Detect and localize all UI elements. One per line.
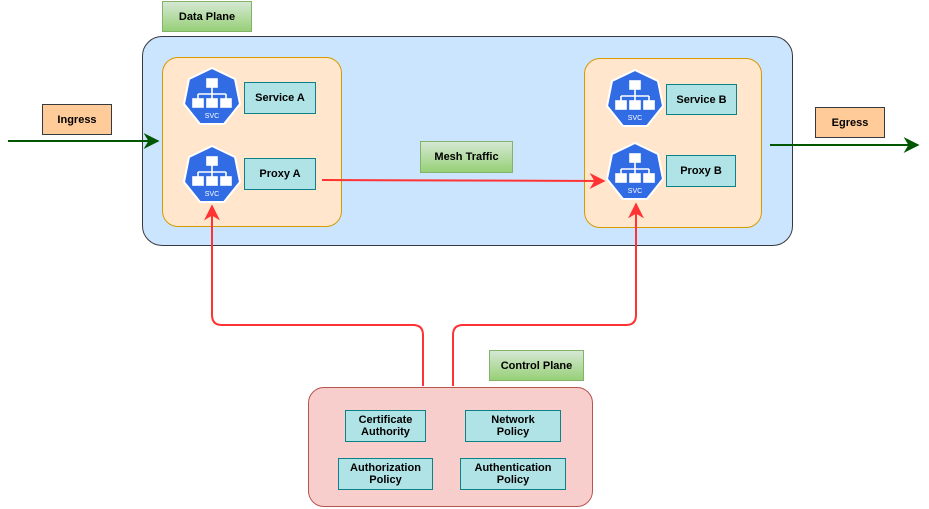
service-a-label: Service A — [244, 82, 316, 114]
certificate-authority-box: Certificate Authority — [345, 410, 426, 442]
control-plane-title: Control Plane — [489, 350, 584, 381]
control-to-proxy-a-arrow — [204, 204, 424, 386]
mesh-traffic-arrow — [321, 172, 606, 189]
service-a-icon: SVC — [181, 66, 243, 128]
data-plane-title: Data Plane — [162, 1, 252, 32]
service-b-label: Service B — [666, 84, 737, 115]
proxy-a-icon: SVC — [181, 144, 243, 206]
authentication-policy-box: Authentication Policy — [460, 458, 566, 490]
network-policy-box: Network Policy — [465, 410, 561, 442]
proxy-b-label: Proxy B — [666, 155, 736, 187]
control-to-proxy-b-arrow — [452, 202, 644, 386]
svc-icon-text: SVC — [628, 188, 642, 195]
svc-icon-text: SVC — [205, 113, 219, 120]
svc-icon-text: SVC — [628, 115, 642, 122]
ingress-label: Ingress — [42, 104, 112, 135]
service-b-icon: SVC — [604, 68, 666, 130]
authorization-policy-box: Authorization Policy — [338, 458, 433, 490]
egress-label: Egress — [815, 107, 885, 138]
proxy-a-label: Proxy A — [244, 158, 316, 190]
mesh-traffic-label: Mesh Traffic — [420, 141, 513, 173]
svc-icon-text: SVC — [205, 191, 219, 198]
proxy-b-icon: SVC — [604, 141, 666, 203]
